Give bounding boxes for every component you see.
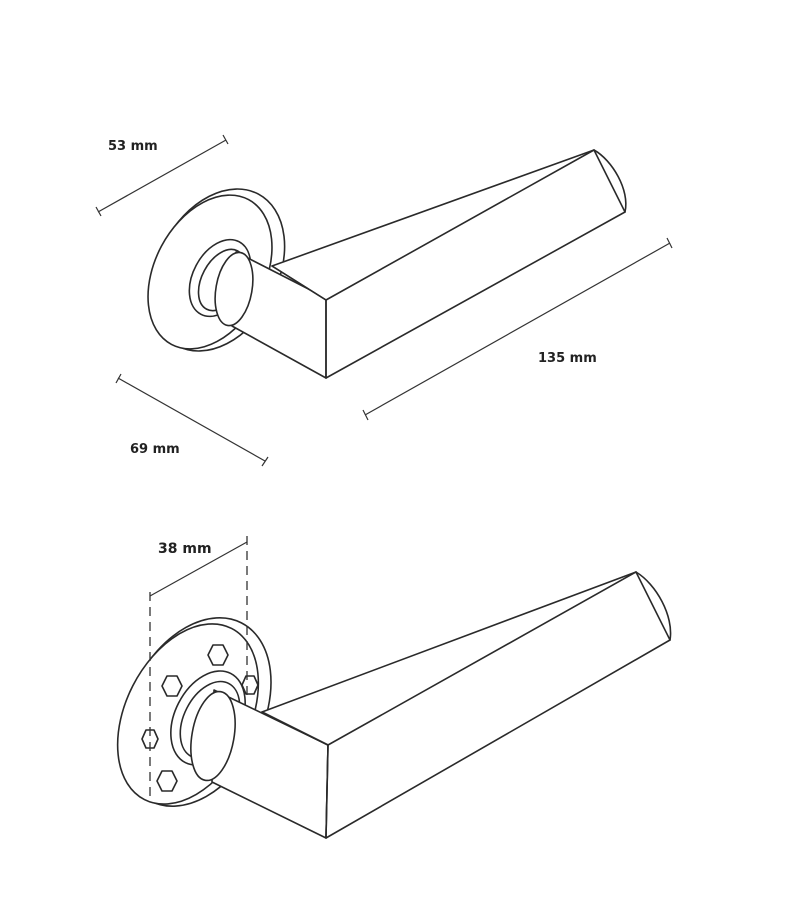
dimension-38mm: 38 mm: [149, 536, 248, 800]
dimension-69mm: 69 mm: [115, 373, 269, 467]
bottom-handle-drawing: [116, 571, 672, 839]
dimension-label-135mm: 135 mm: [538, 351, 597, 366]
bottom-lever: [261, 571, 672, 839]
screw-icon: [207, 644, 229, 666]
screw-icon: [161, 675, 183, 697]
screw-icon: [141, 729, 159, 749]
screw-icon: [156, 770, 178, 792]
dimension-53mm: 53 mm: [95, 134, 229, 217]
dimension-135mm: 135 mm: [362, 237, 673, 421]
rose-screws: [141, 644, 259, 792]
screw-icon: [241, 675, 259, 695]
dimension-label-38mm: 38 mm: [158, 541, 212, 557]
dimension-label-69mm: 69 mm: [130, 442, 180, 457]
dimension-label-53mm: 53 mm: [108, 139, 158, 154]
top-lever: [271, 149, 627, 379]
top-handle-drawing: [147, 149, 627, 379]
